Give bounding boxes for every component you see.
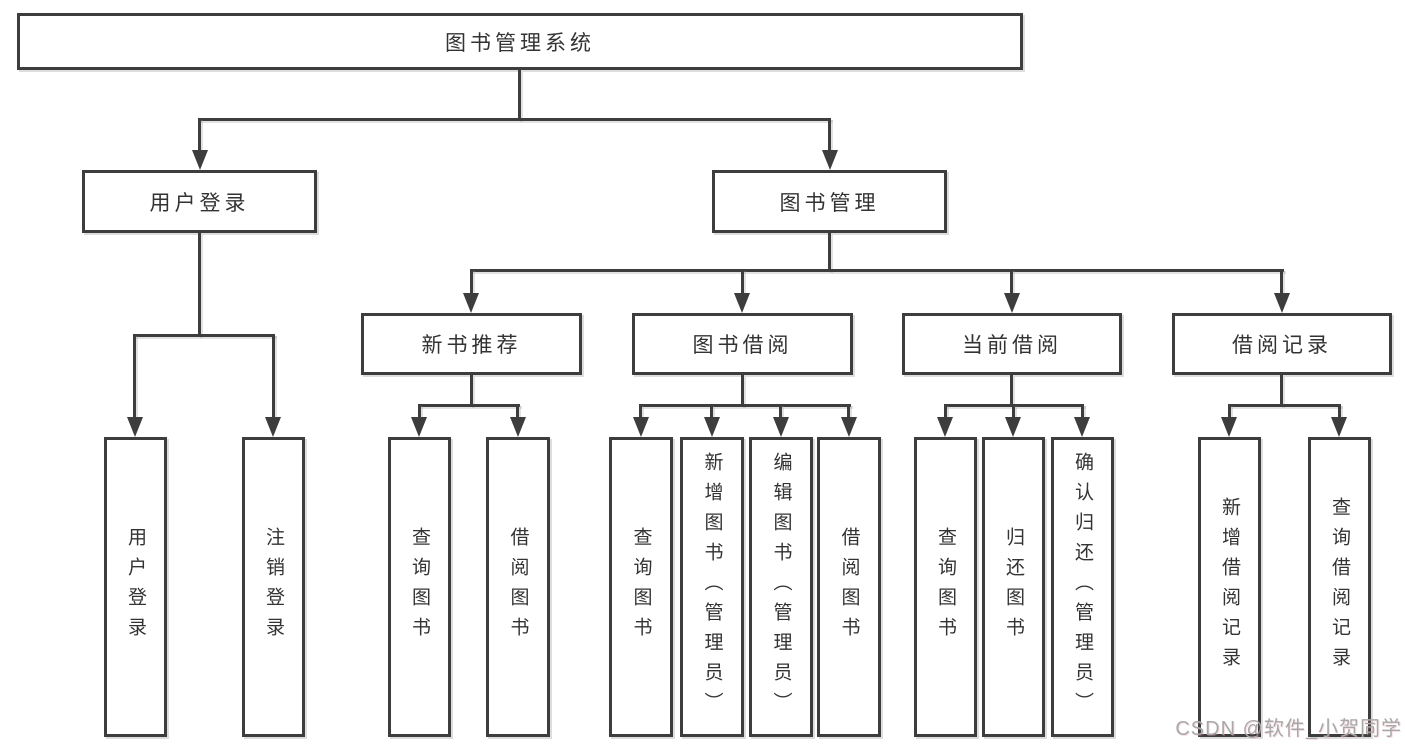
node-root: 图书管理系统 — [17, 13, 1023, 70]
arrowhead-icon — [463, 293, 479, 313]
connector-line — [198, 118, 831, 121]
leaf-borrow-books-1: 借阅图书 — [486, 437, 550, 737]
leaf-add-borrow-record: 新增借阅记录 — [1198, 437, 1261, 737]
connector-line — [1010, 375, 1013, 406]
leaf-query-books-2: 查询图书 — [609, 437, 673, 737]
connector-line — [1338, 404, 1341, 420]
arrowhead-icon — [411, 417, 427, 437]
connector-line — [470, 375, 473, 406]
connector-line — [470, 269, 1284, 272]
connector-line — [1228, 404, 1231, 420]
node-new-book-recommend: 新书推荐 — [361, 313, 582, 375]
leaf-query-books-3-label: 查询图书 — [935, 527, 956, 647]
leaf-confirm-return-admin-label: 确认归还（管理员） — [1072, 452, 1093, 722]
connector-line — [1280, 269, 1283, 296]
connector-line — [133, 334, 136, 419]
arrowhead-icon — [734, 293, 750, 313]
node-user-login-label: 用户登录 — [149, 191, 250, 215]
connector-line — [1081, 404, 1084, 420]
node-new-book-recommend-label: 新书推荐 — [421, 334, 522, 357]
arrowhead-icon — [841, 417, 857, 437]
node-book-borrow: 图书借阅 — [632, 313, 853, 375]
leaf-borrow-books-2: 借阅图书 — [817, 437, 881, 737]
watermark: CSDN @软件_小贺同学 — [1175, 718, 1402, 740]
connector-line — [1280, 375, 1283, 406]
leaf-confirm-return-admin: 确认归还（管理员） — [1051, 437, 1114, 737]
leaf-borrow-books-2-label: 借阅图书 — [838, 527, 860, 647]
leaf-query-books-1: 查询图书 — [388, 437, 451, 737]
arrowhead-icon — [1331, 417, 1347, 437]
connector-line — [828, 233, 831, 271]
arrowhead-icon — [704, 417, 720, 437]
leaf-return-books-label: 归还图书 — [1003, 527, 1024, 647]
connector-line — [470, 269, 473, 296]
connector-line — [198, 118, 201, 152]
leaf-logout: 注销登录 — [242, 437, 305, 737]
leaf-query-borrow-record: 查询借阅记录 — [1308, 437, 1371, 737]
leaf-logout-label: 注销登录 — [263, 527, 284, 647]
connector-line — [847, 404, 850, 420]
node-book-management-label: 图书管理 — [779, 191, 880, 215]
connector-line — [418, 404, 520, 407]
connector-line — [516, 404, 519, 420]
connector-line — [133, 334, 275, 337]
arrowhead-icon — [1274, 293, 1290, 313]
leaf-add-borrow-record-label: 新增借阅记录 — [1219, 497, 1240, 677]
leaf-borrow-books-1-label: 借阅图书 — [507, 527, 529, 647]
arrowhead-icon — [633, 417, 649, 437]
node-current-borrow: 当前借阅 — [902, 313, 1122, 375]
leaf-user-login-label: 用户登录 — [125, 527, 146, 647]
leaf-query-books-1-label: 查询图书 — [409, 527, 430, 647]
connector-line — [710, 404, 713, 420]
node-root-label: 图书管理系统 — [445, 31, 595, 55]
connector-line — [1012, 404, 1015, 420]
leaf-add-books-admin-label: 新增图书（管理员） — [701, 452, 723, 722]
arrowhead-icon — [1004, 293, 1020, 313]
arrowhead-icon — [822, 150, 838, 170]
leaf-query-books-2-label: 查询图书 — [630, 527, 652, 647]
arrowhead-icon — [1074, 417, 1090, 437]
leaf-query-books-3: 查询图书 — [914, 437, 977, 737]
arrowhead-icon — [127, 417, 143, 437]
connector-line — [639, 404, 642, 420]
connector-line — [272, 334, 275, 419]
arrowhead-icon — [510, 417, 526, 437]
arrowhead-icon — [773, 417, 789, 437]
connector-line — [639, 404, 851, 407]
connector-line — [1228, 404, 1341, 407]
arrowhead-icon — [937, 417, 953, 437]
node-user-login: 用户登录 — [82, 170, 317, 233]
leaf-return-books: 归还图书 — [982, 437, 1045, 737]
connector-line — [779, 404, 782, 420]
node-borrow-records: 借阅记录 — [1172, 313, 1392, 375]
node-book-management: 图书管理 — [712, 170, 947, 233]
arrowhead-icon — [1005, 417, 1021, 437]
arrowhead-icon — [265, 417, 281, 437]
node-current-borrow-label: 当前借阅 — [962, 334, 1062, 357]
connector-line — [418, 404, 421, 420]
leaf-edit-books-admin: 编辑图书（管理员） — [749, 437, 813, 737]
arrowhead-icon — [192, 150, 208, 170]
connector-line — [198, 233, 201, 336]
connector-line — [518, 70, 521, 120]
node-borrow-records-label: 借阅记录 — [1232, 334, 1332, 357]
leaf-user-login: 用户登录 — [104, 437, 167, 737]
leaf-edit-books-admin-label: 编辑图书（管理员） — [770, 452, 792, 722]
connector-line — [741, 269, 744, 296]
leaf-query-borrow-record-label: 查询借阅记录 — [1329, 497, 1350, 677]
connector-line — [944, 404, 947, 420]
connector-line — [828, 118, 831, 152]
leaf-add-books-admin: 新增图书（管理员） — [680, 437, 744, 737]
connector-line — [741, 375, 744, 406]
connector-line — [1010, 269, 1013, 296]
node-book-borrow-label: 图书借阅 — [692, 334, 793, 357]
arrowhead-icon — [1221, 417, 1237, 437]
